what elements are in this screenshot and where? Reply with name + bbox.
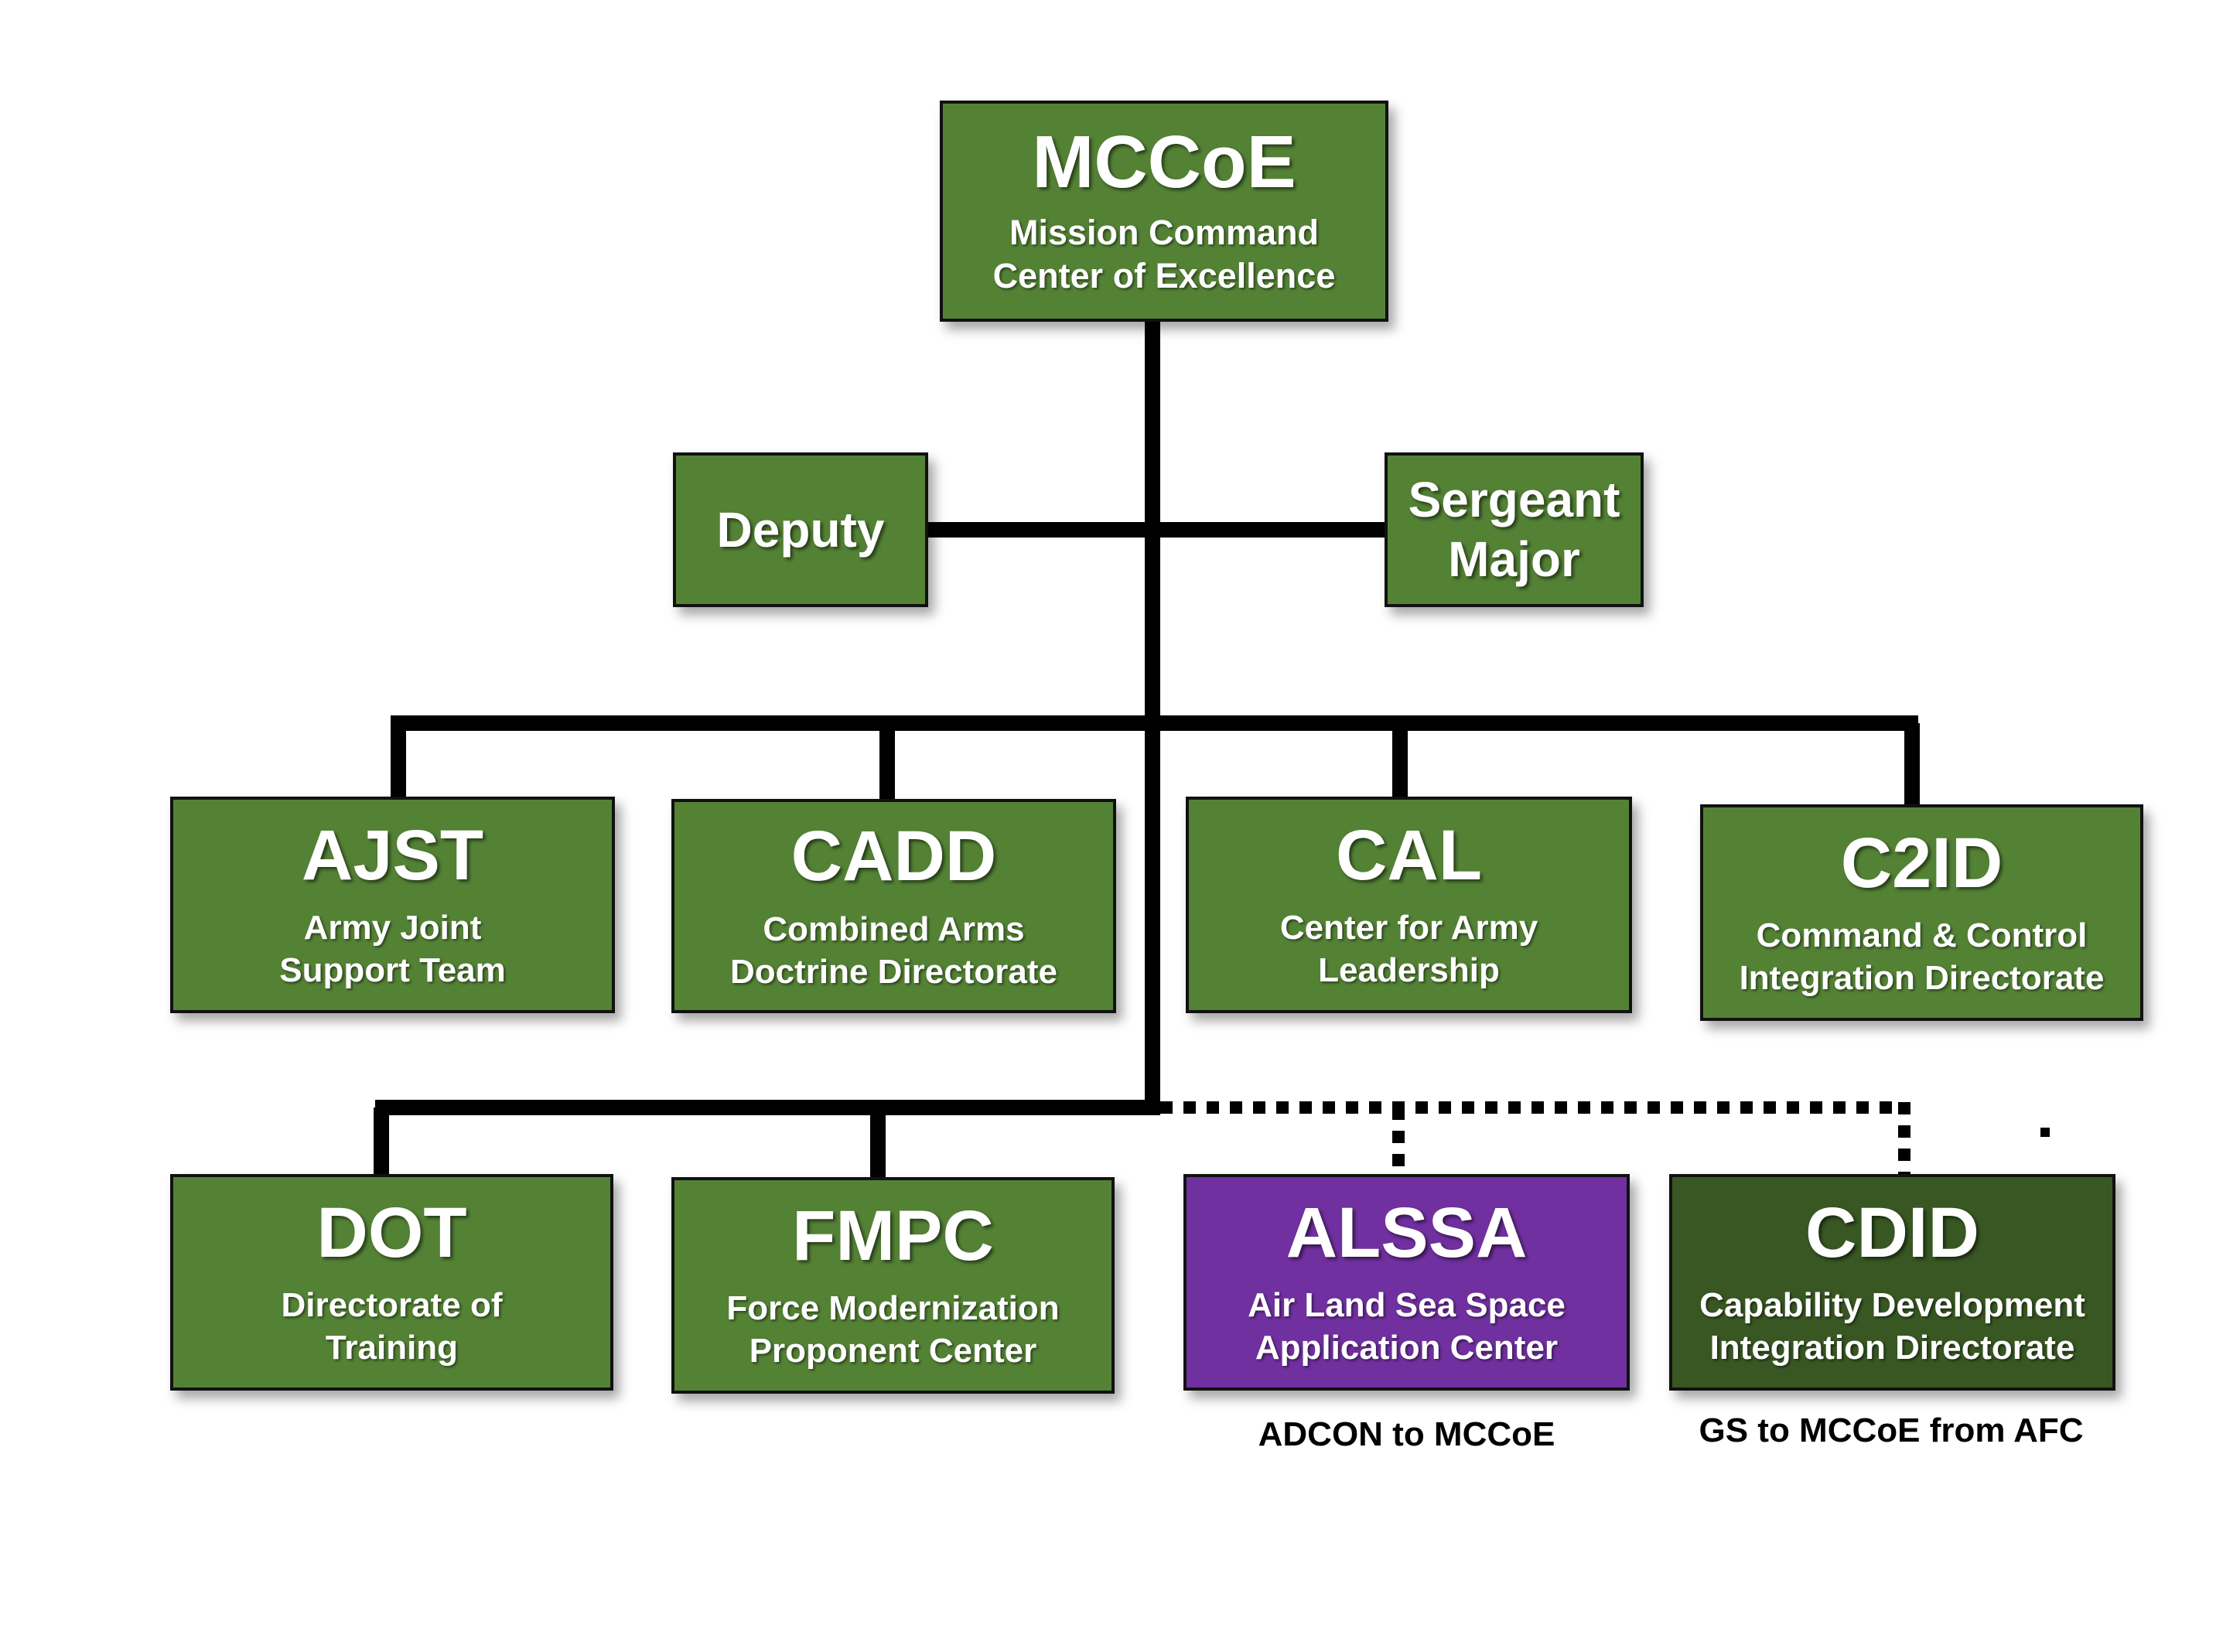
mccoe-box: MCCoE Mission Command Center of Excellen… [940, 101, 1388, 322]
dot-desc: Directorate of Training [281, 1286, 503, 1367]
dot-abbr: DOT [316, 1193, 467, 1272]
ajst-desc: Army Joint Support Team [279, 909, 506, 990]
cadd-abbr: CADD [790, 817, 997, 896]
c2id-box: C2ID Command & Control Integration Direc… [1700, 804, 2143, 1021]
cal-abbr: CAL [1335, 815, 1483, 895]
cal-desc: Center for Army Leadership [1279, 909, 1538, 990]
cadd-box: CADD Combined Arms Doctrine Directorate [671, 799, 1116, 1013]
sergeant-major-box: Sergeant Major [1385, 452, 1644, 607]
mccoe-abbr: MCCoE [1032, 121, 1296, 204]
c2id-desc: Command & Control Integration Directorat… [1739, 916, 2105, 998]
dot-box: DOT Directorate of Training [170, 1174, 613, 1391]
deputy-box: Deputy [673, 452, 928, 607]
cadd-desc: Combined Arms Doctrine Directorate [729, 910, 1057, 991]
alssa-abbr: ALSSA [1286, 1193, 1528, 1272]
fmpc-abbr: FMPC [792, 1196, 994, 1275]
fmpc-box: FMPC Force Modernization Proponent Cente… [671, 1177, 1115, 1394]
cdid-box: CDID Capability Development Integration … [1669, 1174, 2115, 1391]
stray-dot [2040, 1128, 2050, 1137]
alssa-box: ALSSA Air Land Sea Space Application Cen… [1183, 1174, 1630, 1391]
alssa-note: ADCON to MCCoE [1258, 1415, 1555, 1453]
ajst-box: AJST Army Joint Support Team [170, 797, 615, 1013]
cal-box: CAL Center for Army Leadership [1186, 797, 1632, 1013]
mccoe-desc: Mission Command Center of Excellence [992, 213, 1336, 296]
fmpc-desc: Force Modernization Proponent Center [726, 1289, 1060, 1370]
ajst-abbr: AJST [301, 815, 484, 895]
deputy-label: Deputy [716, 501, 885, 558]
cdid-desc: Capability Development Integration Direc… [1699, 1286, 2085, 1367]
cdid-abbr: CDID [1805, 1193, 1979, 1272]
sergeant-major-label: Sergeant Major [1408, 472, 1620, 587]
alssa-desc: Air Land Sea Space Application Center [1248, 1286, 1566, 1367]
c2id-abbr: C2ID [1840, 823, 2003, 903]
cdid-note: GS to MCCoE from AFC [1699, 1411, 2084, 1449]
